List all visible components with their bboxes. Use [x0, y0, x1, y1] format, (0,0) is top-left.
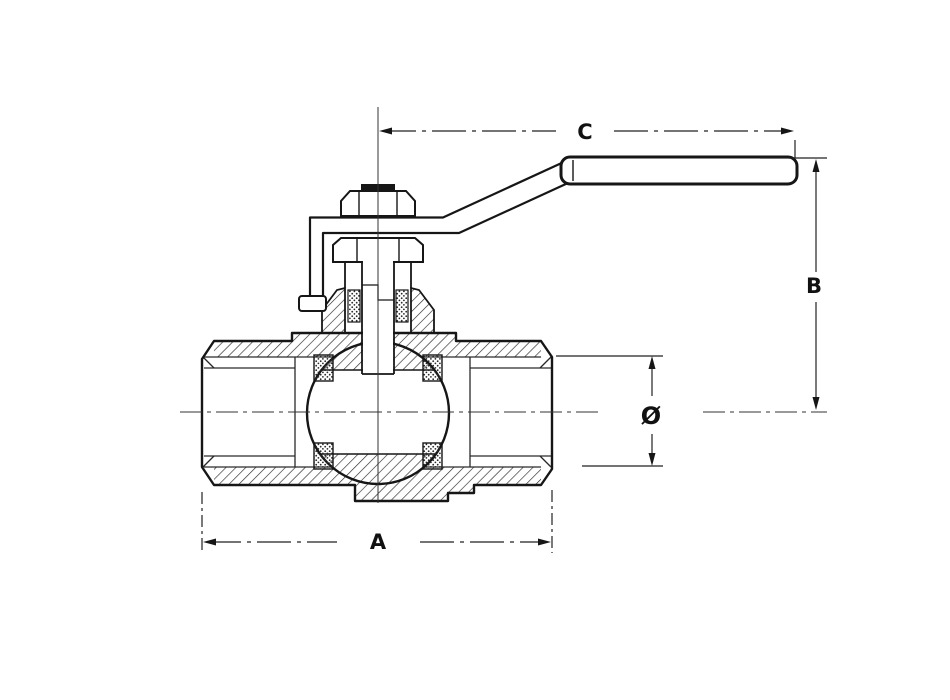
dimension-c: C [379, 120, 796, 158]
seat-top-left [313, 354, 334, 382]
stem-assembly [321, 237, 435, 375]
bonnet-left-hatch [321, 286, 346, 334]
ball-seats [313, 354, 443, 470]
handle-bracket [308, 159, 570, 301]
stem-packing-right [395, 289, 409, 323]
handle [298, 155, 799, 312]
dim-c-arrow-left [379, 127, 392, 135]
seat-top-right [422, 354, 443, 382]
bonnet-right-hatch [410, 286, 435, 334]
handle-grip [559, 155, 799, 186]
handle-bracket-foot [298, 295, 327, 312]
dim-a-arrow-right [538, 538, 551, 546]
dimension-diameter: Ø [556, 355, 663, 467]
dim-dia-arrow-bottom [648, 453, 656, 466]
seat-bottom-left [313, 442, 334, 470]
dim-c-arrow-right [781, 127, 794, 135]
dim-label-b: B [806, 274, 822, 298]
dim-dia-arrow-top [648, 356, 656, 369]
dim-label-a: A [370, 530, 387, 554]
dim-b-arrow-top [812, 159, 820, 172]
dim-label-diameter: Ø [641, 402, 661, 430]
dimension-b: B [760, 157, 827, 410]
body-outline [200, 331, 554, 503]
seat-bottom-right [422, 442, 443, 470]
centerlines [180, 107, 827, 503]
valve-body [200, 331, 554, 503]
stem-packing-left [347, 289, 361, 323]
dim-b-arrow-bottom [812, 397, 820, 410]
dimension-a: A [201, 490, 553, 554]
dim-label-c: C [577, 120, 592, 144]
dim-a-arrow-left [203, 538, 216, 546]
